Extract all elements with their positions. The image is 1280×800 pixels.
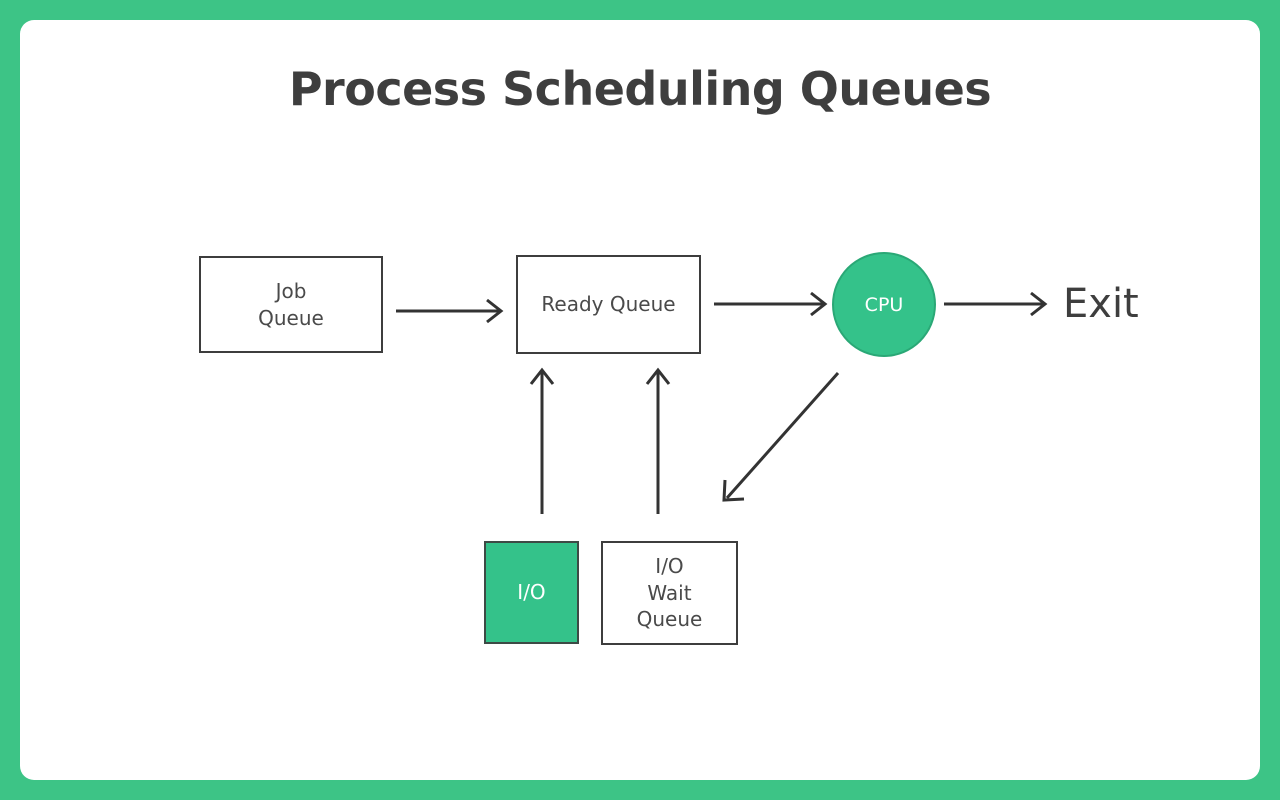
node-io-label: I/O	[517, 580, 546, 605]
node-exit-label: Exit	[1063, 281, 1139, 327]
node-job-queue-label: Job Queue	[258, 278, 324, 330]
node-io[interactable]: I/O	[484, 541, 579, 644]
node-cpu[interactable]: CPU	[832, 252, 936, 357]
node-job-queue[interactable]: Job Queue	[199, 256, 383, 353]
node-ready-queue-label: Ready Queue	[541, 292, 676, 317]
page-title: Process Scheduling Queues	[288, 62, 992, 116]
white-card	[20, 20, 1260, 780]
node-io-wait-queue-label: I/O Wait Queue	[636, 554, 703, 632]
node-ready-queue[interactable]: Ready Queue	[516, 255, 701, 354]
node-cpu-label: CPU	[864, 293, 904, 316]
node-io-wait-queue[interactable]: I/O Wait Queue	[601, 541, 738, 645]
